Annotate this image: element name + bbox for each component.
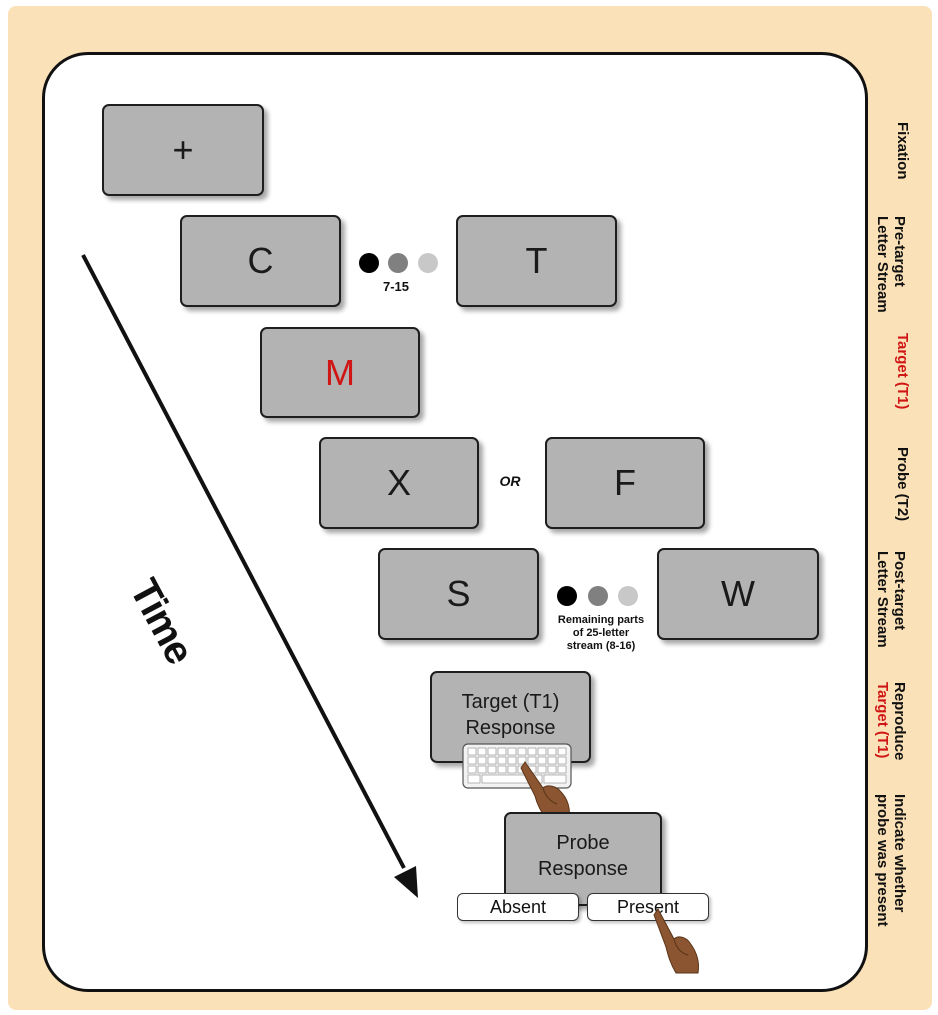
dot-light-2: [618, 586, 638, 606]
hand-icon: [520, 761, 570, 821]
fixation-cross: +: [172, 129, 194, 170]
probe-response-frame: Probe Response: [504, 812, 662, 906]
fixation-frame: +: [102, 104, 264, 196]
side-label-target: Target (T1): [894, 333, 911, 410]
keyboard-icon[interactable]: [462, 743, 572, 789]
letter-s: S: [446, 573, 471, 614]
side-label-probe: Probe (T2): [894, 447, 911, 522]
side-label-fixation: Fixation: [894, 122, 911, 180]
letter-x: X: [386, 462, 411, 503]
pre-count-label: 7-15: [382, 279, 410, 294]
pre-target-first-frame: C: [180, 215, 341, 307]
post-target-last-frame: W: [657, 548, 819, 640]
dot-mid-2: [588, 586, 608, 606]
absent-button[interactable]: Absent: [457, 893, 579, 921]
dot-mid: [388, 253, 408, 273]
post-target-first-frame: S: [378, 548, 539, 640]
or-label: OR: [499, 473, 521, 489]
dot-dark-2: [557, 586, 577, 606]
letter-t: T: [525, 240, 548, 281]
remaining-label: Remaining parts of 25-letter stream (8-1…: [557, 614, 645, 652]
side-label-post-target: Post-target Letter Stream: [874, 551, 908, 648]
side-label-pre-target: Pre-target Letter Stream: [874, 216, 908, 313]
probe-frame-b: F: [545, 437, 705, 529]
letter-w: W: [721, 573, 755, 614]
pre-target-last-frame: T: [456, 215, 617, 307]
side-label-indicate: Indicate whether probe was present: [874, 794, 908, 927]
hand-icon-2: [653, 908, 699, 974]
dot-light: [418, 253, 438, 273]
letter-f: F: [614, 462, 636, 503]
letter-m: M: [325, 351, 355, 393]
probe-frame-a: X: [319, 437, 479, 529]
dot-dark: [359, 253, 379, 273]
side-label-reproduce: Reproduce Target (T1): [874, 682, 908, 761]
target-frame: M: [260, 327, 420, 418]
present-button[interactable]: Present: [587, 893, 709, 921]
letter-c: C: [247, 240, 274, 281]
